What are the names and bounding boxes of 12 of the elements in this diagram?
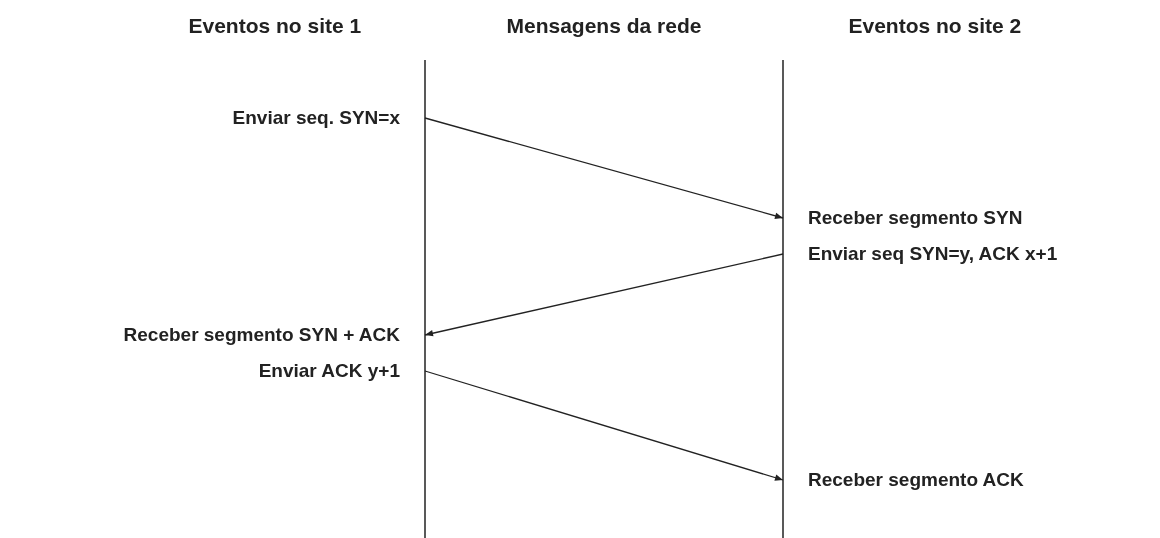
event-text: Enviar ACK y+1: [257, 359, 400, 383]
event-text: Enviar seq SYN=y, ACK x+1: [808, 242, 1059, 266]
message-arrow: [424, 253, 784, 337]
column-heading: Eventos no site 1: [188, 14, 362, 38]
message-arrow: [424, 117, 784, 219]
event-text: Enviar seq. SYN=x: [100, 100, 425, 136]
event-text: Receber segmento SYN: [808, 206, 1024, 230]
event-text: Receber segmento ACK: [783, 462, 1160, 498]
column-heading: Eventos no site 2: [848, 14, 1022, 38]
message-arrow: [424, 370, 784, 481]
event-text: Receber segmento SYN + ACK: [122, 323, 400, 347]
column-heading: Mensagens da rede: [506, 14, 702, 38]
